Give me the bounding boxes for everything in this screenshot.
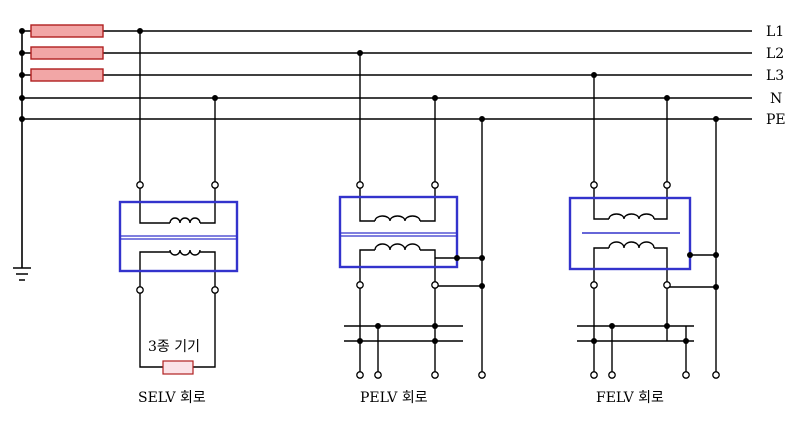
- bus-lines: [21, 30, 752, 268]
- felv-secondary-coil: [608, 241, 655, 249]
- fuse-l3: [30, 68, 104, 82]
- selv-load: [162, 360, 194, 375]
- selv-primary-coil: [169, 217, 201, 224]
- fuse-l2: [30, 46, 104, 60]
- fuses: [30, 24, 104, 82]
- selv-load-label: 3종 기기: [148, 339, 200, 355]
- felv-primary-coil: [608, 213, 655, 220]
- label-l3: L3: [766, 68, 784, 84]
- felv-transformer-frame: [568, 196, 692, 271]
- selv-circuit-label: SELV 회로: [138, 390, 206, 406]
- left-junctions: [19, 28, 25, 122]
- ground-icon: [13, 267, 31, 281]
- label-n: N: [770, 91, 782, 107]
- pelv-primary-coil: [374, 215, 421, 222]
- pelv-circuit: PELV 회로: [338, 50, 486, 406]
- label-l1: L1: [766, 24, 784, 40]
- line-labels: L1 L2 L3 N PE: [766, 24, 786, 128]
- label-l2: L2: [766, 46, 784, 62]
- label-pe: PE: [766, 112, 786, 128]
- pelv-secondary-coil: [374, 243, 421, 251]
- pelv-transformer-frame: [338, 195, 459, 269]
- felv-circuit: FELV 회로: [568, 72, 720, 406]
- selv-secondary-coil: [169, 249, 201, 256]
- pelv-circuit-label: PELV 회로: [360, 390, 428, 406]
- selv-circuit: 3종 기기 SELV 회로: [118, 28, 239, 406]
- fuse-l1: [30, 24, 104, 38]
- felv-circuit-label: FELV 회로: [596, 390, 664, 406]
